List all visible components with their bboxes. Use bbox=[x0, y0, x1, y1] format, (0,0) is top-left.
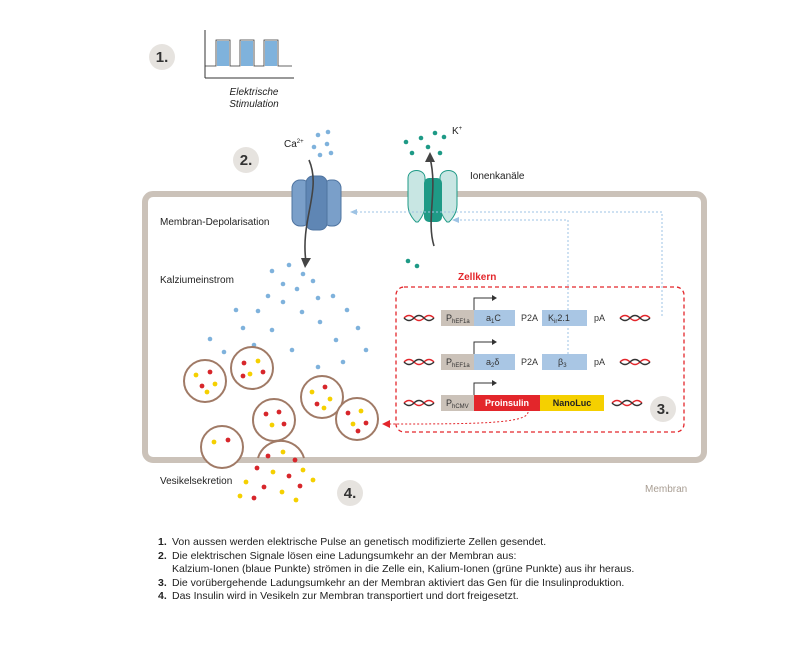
step-2-number: 2. bbox=[240, 152, 253, 169]
membrane-label: Membran bbox=[645, 484, 687, 495]
promoter-box bbox=[441, 354, 474, 370]
released-insulin-dots bbox=[237, 449, 316, 503]
vesicle bbox=[230, 346, 274, 390]
pulse-chart bbox=[204, 30, 294, 79]
proinsulin-label: Proinsulin bbox=[485, 398, 529, 408]
signal-arrowhead bbox=[350, 209, 357, 215]
legend-item: 3. Die vorübergehende Ladungsumkehr an d… bbox=[158, 577, 758, 591]
legend-item: 2. Die elektrischen Signale lösen eine L… bbox=[158, 550, 758, 564]
step-1-number: 1. bbox=[156, 49, 169, 66]
vesicle bbox=[200, 425, 244, 469]
proinsulin-box bbox=[474, 395, 540, 411]
diagram-canvas: 1. Elektrische Stimulation 2. Ca2+ K+ bbox=[142, 30, 707, 506]
promoter-label: PhEF1a bbox=[446, 313, 470, 325]
nucleus-boundary bbox=[395, 286, 685, 433]
legend-text: Kalzium-Ionen (blaue Punkte) strömen in … bbox=[172, 563, 635, 575]
promoter-box bbox=[441, 310, 474, 326]
expression-arrowhead bbox=[382, 420, 390, 428]
nucleus-label: Zellkern bbox=[458, 272, 496, 283]
ion-channels-label: Ionenkanäle bbox=[470, 171, 525, 182]
vesicle bbox=[183, 359, 227, 403]
legend-number: 3. bbox=[158, 576, 167, 589]
gene-label: Kir2.1 bbox=[548, 313, 570, 325]
vesicle bbox=[335, 397, 379, 441]
vesicles bbox=[183, 346, 379, 469]
legend-item: 4. Das Insulin wird in Vesikeln zur Memb… bbox=[158, 590, 758, 604]
vesicle bbox=[252, 398, 296, 442]
legend-number: 2. bbox=[158, 549, 167, 562]
legend-number: 1. bbox=[158, 536, 167, 548]
gene-box bbox=[542, 354, 587, 370]
polya-label: pA bbox=[594, 357, 605, 367]
legend-item: Kalzium-Ionen (blaue Punkte) strömen in … bbox=[158, 563, 758, 577]
pulse-bar bbox=[241, 41, 253, 66]
vesicle bbox=[300, 375, 344, 419]
stimulation-label-2: Stimulation bbox=[229, 99, 279, 110]
gene-label: a2δ bbox=[486, 357, 499, 369]
construct-1: PhEF1a a1C P2A Kir2.1 pA bbox=[441, 295, 605, 326]
construct-2: PhEF1a a2δ P2A β3 pA bbox=[441, 339, 605, 370]
gene-box bbox=[474, 310, 515, 326]
depolarisation-label: Membran-Depolarisation bbox=[160, 217, 270, 228]
calcium-channel bbox=[291, 159, 342, 268]
fusing-vesicle bbox=[257, 439, 305, 459]
legend-text: Die elektrischen Signale lösen eine Ladu… bbox=[172, 549, 517, 562]
promoter-box bbox=[441, 395, 474, 411]
calcium-dots-inside bbox=[207, 262, 369, 370]
dna-strands bbox=[403, 314, 651, 407]
calcium-influx-label: Kalziumeinstrom bbox=[160, 275, 234, 286]
expression-path bbox=[387, 411, 529, 425]
step-1-badge bbox=[149, 44, 175, 70]
legend-item: 1. Von aussen werden elektrische Pulse a… bbox=[158, 536, 758, 550]
vesicle-secretion-label: Vesikelsekretion bbox=[160, 476, 232, 487]
gene-box bbox=[542, 310, 587, 326]
step-4-number: 4. bbox=[344, 485, 357, 502]
nanoluc-box bbox=[540, 395, 604, 411]
potassium-ion-label: K+ bbox=[452, 126, 463, 137]
pulse-bar bbox=[265, 41, 277, 66]
step-2-badge bbox=[233, 147, 259, 173]
polya-label: pA bbox=[594, 313, 605, 323]
gene-box bbox=[474, 354, 515, 370]
promoter-label: PhEF1a bbox=[446, 357, 470, 369]
construct-3: PhCMV Proinsulin NanoLuc bbox=[441, 380, 604, 411]
signal-arrowhead bbox=[452, 217, 459, 223]
legend-text: Das Insulin wird in Vesikeln zur Membran… bbox=[172, 590, 519, 602]
legend-number: 4. bbox=[158, 590, 167, 602]
step-4-badge bbox=[337, 480, 363, 506]
stimulation-label-1: Elektrische bbox=[230, 87, 279, 98]
legend-text: Die vorübergehende Ladungsumkehr an der … bbox=[172, 576, 625, 589]
legend-number bbox=[158, 563, 172, 577]
linker-label: P2A bbox=[521, 313, 538, 323]
calcium-dots-outside bbox=[311, 129, 334, 158]
legend-text: Von aussen werden elektrische Pulse an g… bbox=[172, 536, 547, 548]
nanoluc-label: NanoLuc bbox=[553, 398, 592, 408]
step-3-number: 3. bbox=[657, 401, 670, 418]
signal-paths bbox=[354, 211, 663, 354]
potassium-dots-outside bbox=[403, 130, 447, 156]
promoter-label: PhCMV bbox=[446, 398, 469, 410]
calcium-ion-label: Ca2+ bbox=[284, 139, 304, 150]
gene-label: a1C bbox=[486, 313, 501, 325]
cell-membrane bbox=[142, 191, 707, 463]
legend: 1. Von aussen werden elektrische Pulse a… bbox=[158, 536, 758, 604]
gene-label: β3 bbox=[558, 357, 567, 369]
potassium-channel bbox=[407, 152, 458, 247]
pulse-bar bbox=[217, 41, 229, 66]
linker-label: P2A bbox=[521, 357, 538, 367]
potassium-dots-inside bbox=[405, 258, 420, 269]
step-3-badge bbox=[650, 396, 676, 422]
